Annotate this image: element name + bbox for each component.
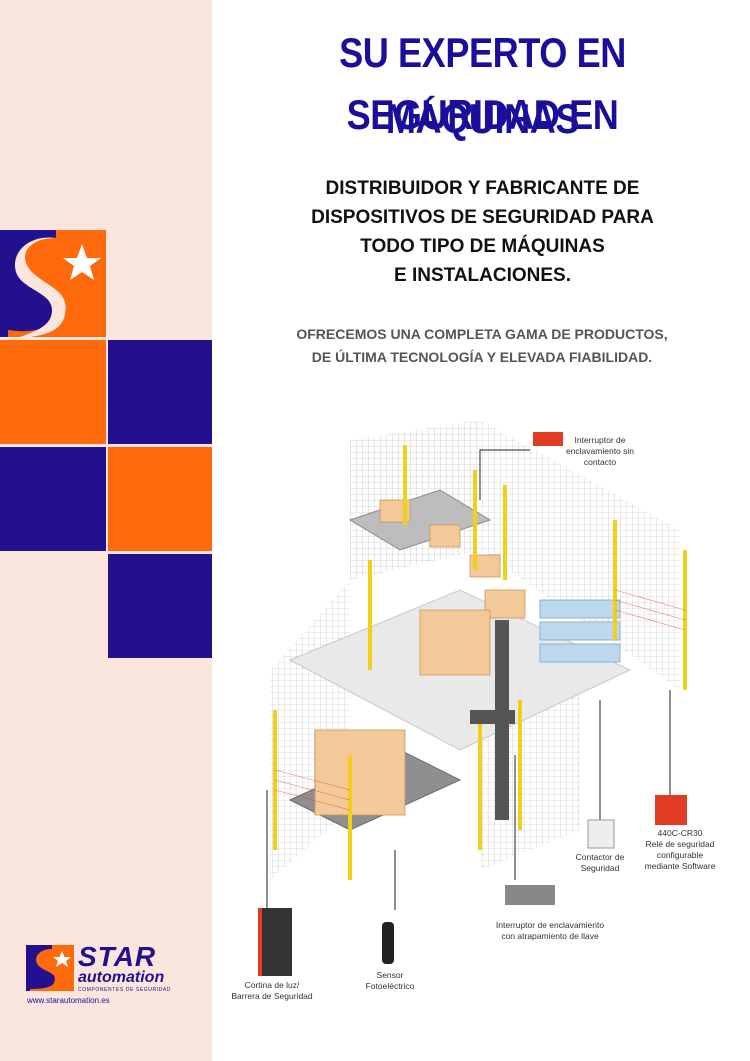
callout-leader-lines	[266, 449, 671, 910]
callout-text: Contactor de	[575, 852, 625, 862]
callout-text: Interruptor de	[574, 435, 626, 445]
callout-text: 440C-CR30	[657, 828, 703, 838]
subheading-line-3: TODO TIPO DE MÁQUINAS	[360, 236, 605, 257]
subheading-line-2: DISPOSITIVOS DE SEGURIDAD PARA	[311, 207, 654, 228]
callout-key-interlock: Interruptor de enclavamiento con atrapam…	[480, 920, 620, 942]
callout-safety-relay: 440C-CR30 Relé de seguridad configurable…	[630, 828, 730, 872]
callout-text: Interruptor de enclavamiento	[495, 920, 605, 930]
contactless-interlock-device	[533, 432, 563, 446]
tile-orange-1	[0, 340, 106, 444]
headline-line-1: SU EXPERTO EN SEGURIDAD EN	[339, 29, 626, 138]
cardboard-boxes	[314, 499, 526, 816]
tagline-line-2: DE ÚLTIMA TECNOLOGÍA Y ELEVADA FIABILIDA…	[311, 349, 653, 365]
tile-navy-1	[108, 340, 212, 444]
light-curtain-beams	[274, 589, 686, 811]
headline-line-2: MÁQUINAS	[385, 95, 580, 142]
callout-text: configurable	[656, 850, 704, 860]
logo-tagline: COMPONENTES DE SEGURIDAD	[78, 987, 172, 993]
logo-tile	[0, 230, 106, 337]
subheading-line-4: E INSTALACIONES.	[394, 265, 571, 286]
star-automation-logo: STAR automation COMPONENTES DE SEGURIDAD	[26, 941, 196, 993]
logo-word-star: STAR	[78, 941, 157, 972]
key-interlock-device	[505, 885, 555, 905]
callout-text: Cortina de luz/	[244, 980, 300, 990]
tile-navy-3	[108, 554, 212, 658]
callout-text: Sensor	[376, 970, 404, 980]
safety-relay-device	[655, 795, 687, 825]
callout-text: Fotoeléctrico	[365, 981, 415, 991]
callout-contactless-interlock: Interruptor de enclavamiento sin contact…	[545, 435, 655, 468]
subheading-line-1: DISTRIBUIDOR Y FABRICANTE DE	[325, 178, 640, 199]
callout-text: Seguridad	[580, 863, 620, 873]
callout-text: Relé de seguridad	[645, 839, 715, 849]
robot-column	[470, 620, 515, 820]
callout-safety-contactor: Contactor de Seguridad	[565, 852, 635, 874]
fence-right	[480, 420, 680, 690]
contactor-device	[587, 819, 615, 849]
callout-text: enclavamiento sin	[565, 446, 635, 456]
website-link[interactable]: www.starautomation.es	[27, 996, 110, 1005]
s-star-icon	[0, 230, 106, 337]
tile-navy-2	[0, 447, 106, 551]
tagline-line-1: OFRECEMOS UNA COMPLETA GAMA DE PRODUCTOS…	[296, 326, 668, 342]
logo-s-star-icon	[26, 945, 74, 991]
photoelectric-sensor-product	[382, 922, 394, 964]
logo-word-automation: automation	[78, 969, 165, 986]
light-curtain-product	[258, 908, 292, 976]
callout-photoelectric-sensor: Sensor Fotoeléctrico	[350, 970, 430, 992]
callout-text: con atrapamiento de llave	[501, 931, 599, 941]
blue-pallets	[539, 599, 621, 663]
callout-text: mediante Software	[644, 861, 716, 871]
machine-cell-illustration	[266, 420, 687, 910]
callout-text: contacto	[583, 457, 617, 467]
tile-orange-2	[108, 447, 212, 551]
callout-text: Barrera de Seguridad	[231, 991, 313, 1001]
callout-light-curtain: Cortina de luz/ Barrera de Seguridad	[222, 980, 322, 1002]
